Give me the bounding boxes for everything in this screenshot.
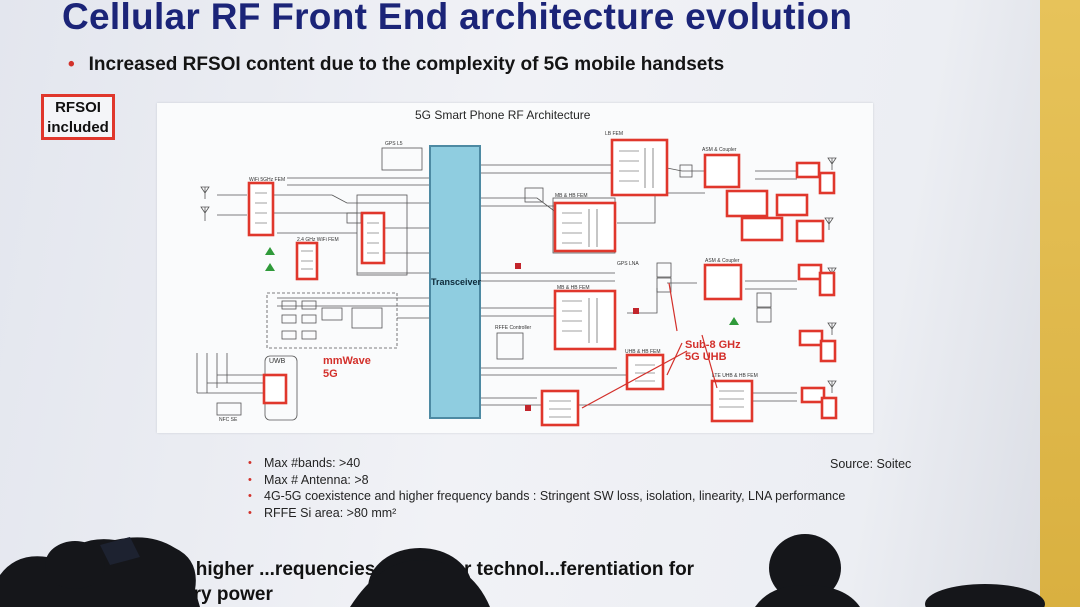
- note-item: RFFE Si area: >80 mm²: [248, 505, 854, 522]
- main-bullet-text: Increased RFSOI content due to the compl…: [88, 54, 725, 75]
- wifi24-fem-label: 2.4 GHz WiFi FEM: [297, 237, 339, 243]
- mb-hb-fem-label-2: MB & HB FEM: [557, 285, 590, 291]
- asm-coupler-label: ASM & Coupler: [702, 147, 737, 153]
- mmwave-label: mmWave 5G: [323, 355, 371, 380]
- mb-hb-fem-label: MB & HB FEM: [555, 193, 588, 199]
- note-item: Max #bands: >40: [248, 455, 854, 472]
- rfsoi-legend-box: RFSOI included: [41, 94, 115, 140]
- source-note: Source: Soitec: [830, 457, 912, 471]
- slide-title: Cellular RF Front End architecture evolu…: [62, 0, 853, 37]
- notes-list: Max #bands: >40 Max # Antenna: >8 4G-5G …: [248, 455, 854, 521]
- sub8-label: Sub-8 GHz 5G UHB: [685, 339, 741, 363]
- uhb-fem-label: UHB & HB FEM: [625, 349, 661, 355]
- transceiver-block: Transceiver: [429, 145, 481, 419]
- rf-architecture-diagram: 5G Smart Phone RF Architecture: [157, 103, 873, 433]
- bullet-icon: •: [68, 54, 75, 75]
- accent-stripe: [1040, 0, 1080, 607]
- lte-fem-label: LTE UHB & HB FEM: [712, 373, 758, 379]
- main-bullet: • Increased RFSOI content due to the comp…: [68, 54, 724, 76]
- gps-lna-label: GPS LNA: [617, 261, 639, 267]
- nfc-label: NFC SE: [219, 417, 238, 423]
- uwb-label: UWB: [269, 358, 286, 365]
- wifi-fem-label: WiFi 5GHz FEM: [249, 177, 286, 183]
- asm-coupler-label-2: ASM & Coupler: [705, 258, 740, 264]
- note-item: Max # Antenna: >8: [248, 472, 854, 489]
- note-item: 4G-5G coexistence and higher frequency b…: [248, 488, 854, 505]
- diagram-title: 5G Smart Phone RF Architecture: [415, 108, 591, 122]
- gps-label: GPS L5: [385, 141, 403, 147]
- rffe-label: RFFE Controller: [495, 325, 532, 331]
- lb-fem-label: LB FEM: [605, 131, 624, 137]
- rfsoi-legend-text: RFSOI included: [47, 99, 109, 136]
- transceiver-label: Transceiver: [431, 277, 482, 287]
- diagram-lines: [196, 138, 838, 427]
